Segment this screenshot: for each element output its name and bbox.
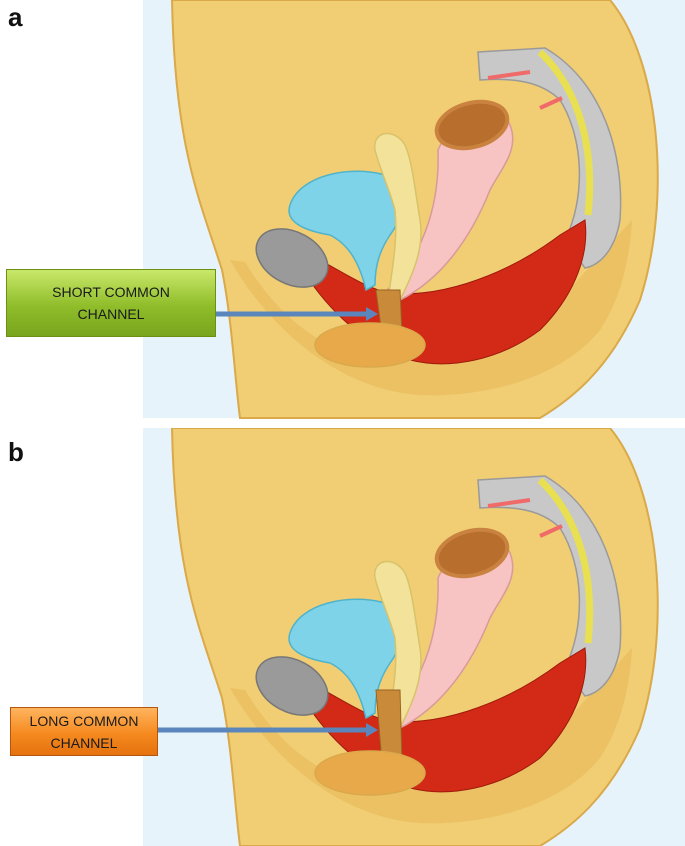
pointer-arrow-head	[366, 307, 378, 321]
uterus	[374, 560, 422, 729]
bladder	[288, 170, 404, 292]
bladder	[288, 598, 404, 720]
pelvis-illustration-a	[170, 0, 659, 419]
pointer-arrow-head	[366, 723, 378, 737]
vertebra-mark-1	[487, 70, 531, 80]
pubic-bone	[255, 656, 329, 716]
vertebra-mark-2	[539, 524, 563, 538]
spinal-cord	[537, 49, 594, 216]
spinal-cord	[537, 477, 594, 644]
pubic-bone	[255, 228, 329, 288]
rectum-opening	[434, 527, 510, 579]
panel-label-a: a	[8, 2, 23, 32]
vertebra-mark-1	[487, 498, 531, 508]
long-common-channel-callout: LONG COMMON CHANNEL	[10, 707, 158, 756]
anatomy-group-b	[158, 428, 659, 846]
anatomy-group-a	[170, 0, 659, 419]
pelvis-illustration-b	[158, 428, 659, 846]
perineum	[314, 750, 426, 796]
uterus	[374, 132, 422, 301]
short-common-channel-callout: SHORT COMMON CHANNEL	[6, 269, 216, 337]
panel-label-b: b	[8, 437, 24, 467]
rectum-opening	[434, 99, 510, 151]
perineum	[314, 322, 426, 368]
vertebra-mark-2	[539, 96, 563, 110]
